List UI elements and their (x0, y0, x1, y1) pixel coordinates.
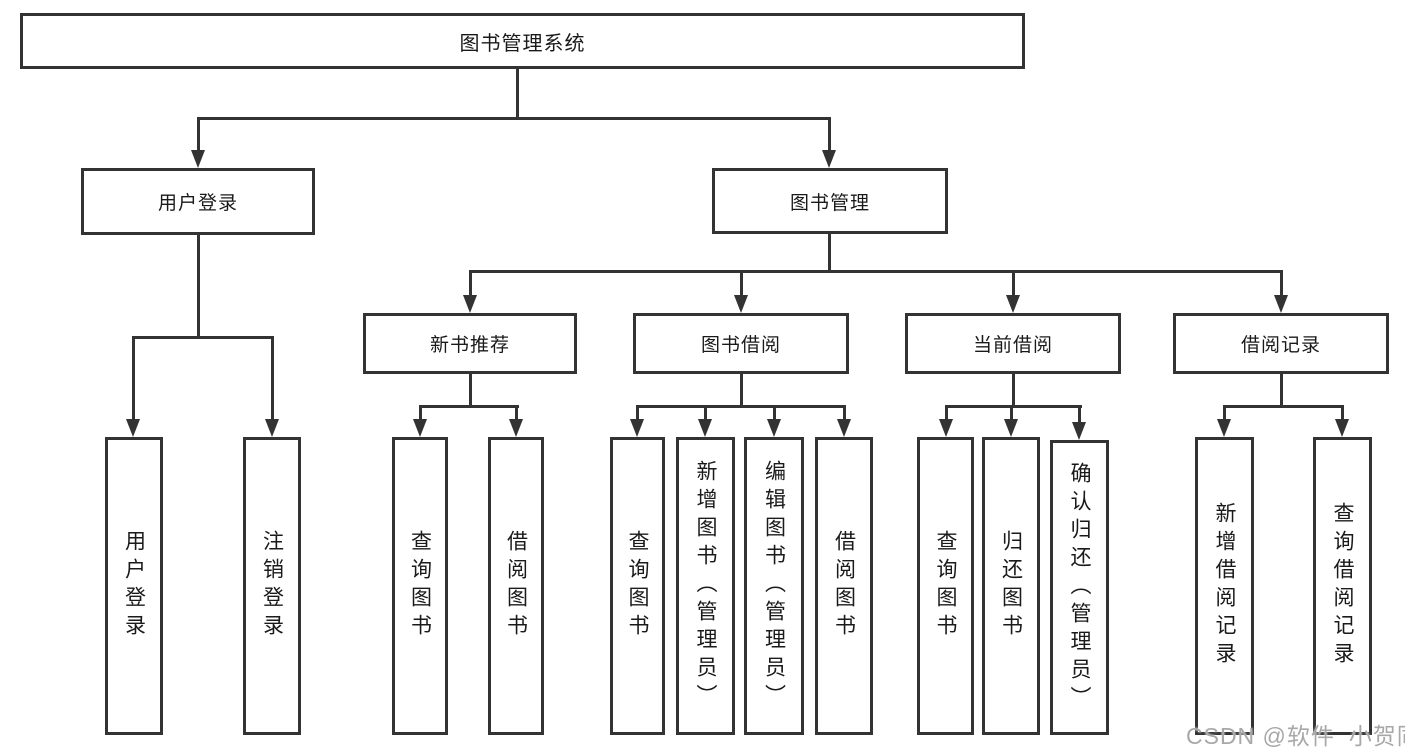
connector-line (197, 117, 200, 151)
connector-line (1012, 270, 1015, 296)
node-new-book-recommend: 新书推荐 (363, 313, 577, 374)
arrowhead-down-icon (837, 419, 851, 437)
leaf-logout: 注销登录 (243, 437, 301, 735)
connector-line (828, 234, 831, 273)
connector-line (132, 336, 274, 339)
leaf-user-login: 用户登录 (105, 437, 163, 735)
node-label: 新书推荐 (429, 335, 510, 356)
connector-line (1012, 374, 1015, 407)
arrowhead-down-icon (126, 419, 140, 437)
arrowhead-down-icon (1274, 295, 1288, 313)
leaf-borrow-books: 借阅图书 (815, 437, 873, 735)
connector-line (704, 405, 707, 421)
node-label: 用户登录 (157, 193, 238, 214)
leaf-borrow-books: 借阅图书 (488, 437, 544, 735)
arrowhead-down-icon (939, 419, 953, 437)
connector-line (419, 405, 519, 408)
leaf-edit-books-admin: 编辑图书（管理员） (744, 437, 804, 735)
connector-line (773, 405, 776, 421)
arrowhead-down-icon (1006, 295, 1020, 313)
leaf-label: 用户登录 (122, 530, 146, 642)
connector-line (945, 405, 1082, 408)
arrowhead-down-icon (509, 419, 523, 437)
arrowhead-down-icon (1217, 419, 1231, 437)
node-label: 图书管理 (789, 192, 870, 214)
connector-line (197, 235, 200, 337)
leaf-label: 归还图书 (999, 530, 1023, 642)
connector-line (469, 374, 472, 407)
arrowhead-down-icon (630, 419, 644, 437)
arrowhead-down-icon (413, 419, 427, 437)
connector-line (740, 374, 743, 407)
node-label: 图书借阅 (700, 335, 781, 356)
connector-line (419, 405, 422, 421)
leaf-label: 新增图书（管理员） (694, 460, 717, 712)
node-label: 借阅记录 (1240, 335, 1321, 356)
connector-line (1010, 405, 1013, 421)
node-user-login: 用户登录 (81, 168, 315, 235)
leaf-label: 新增借阅记录 (1213, 502, 1236, 670)
leaf-query-books: 查询图书 (610, 437, 665, 735)
node-book-borrow: 图书借阅 (633, 313, 849, 374)
connector-line (469, 270, 1283, 273)
leaf-return-books: 归还图书 (982, 437, 1040, 735)
arrowhead-down-icon (1072, 422, 1086, 440)
leaf-label: 查询图书 (626, 530, 649, 642)
connector-line (132, 336, 135, 420)
leaf-confirm-return-admin: 确认归还（管理员） (1050, 440, 1109, 735)
leaf-query-borrow-record: 查询借阅记录 (1313, 437, 1372, 735)
arrowhead-down-icon (1004, 419, 1018, 437)
arrowhead-down-icon (767, 419, 781, 437)
arrowhead-down-icon (265, 419, 279, 437)
node-book-management: 图书管理 (712, 168, 948, 234)
node-label: 图书管理系统 (459, 32, 586, 55)
connector-line (1280, 374, 1283, 407)
connector-line (1341, 405, 1344, 421)
connector-line (636, 405, 846, 408)
arrowhead-down-icon (734, 295, 748, 313)
leaf-label: 查询借阅记录 (1331, 502, 1354, 670)
node-current-borrow: 当前借阅 (905, 313, 1121, 374)
connector-line (197, 117, 831, 120)
connector-line (1223, 405, 1344, 408)
leaf-label: 借阅图书 (504, 530, 528, 642)
node-borrow-records: 借阅记录 (1173, 313, 1389, 374)
connector-line (1078, 405, 1081, 423)
connector-line (271, 336, 274, 420)
arrowhead-down-icon (191, 150, 205, 168)
leaf-label: 注销登录 (260, 530, 284, 642)
connector-line (469, 270, 472, 296)
arrowhead-down-icon (698, 419, 712, 437)
connector-line (515, 405, 518, 421)
connector-line (516, 69, 519, 119)
leaf-add-borrow-record: 新增借阅记录 (1195, 437, 1254, 735)
leaf-label: 编辑图书（管理员） (762, 460, 786, 712)
leaf-label: 确认归还（管理员） (1068, 461, 1091, 714)
connector-line (843, 405, 846, 421)
arrowhead-down-icon (822, 150, 836, 168)
leaf-query-books: 查询图书 (917, 437, 974, 735)
leaf-label: 查询图书 (408, 530, 432, 642)
leaf-label: 借阅图书 (832, 530, 856, 642)
connector-line (1280, 270, 1283, 296)
arrowhead-down-icon (463, 295, 477, 313)
leaf-add-books-admin: 新增图书（管理员） (676, 437, 735, 735)
leaf-label: 查询图书 (934, 530, 957, 642)
connector-line (1223, 405, 1226, 421)
csdn-watermark: CSDN @软件_小贺同学 (1186, 723, 1405, 747)
node-label: 当前借阅 (972, 335, 1053, 356)
connector-line (945, 405, 948, 421)
leaf-query-books: 查询图书 (392, 437, 448, 735)
arrowhead-down-icon (1335, 419, 1349, 437)
connector-line (828, 117, 831, 151)
connector-line (740, 270, 743, 296)
connector-line (636, 405, 639, 421)
node-library-management-system: 图书管理系统 (20, 13, 1025, 69)
